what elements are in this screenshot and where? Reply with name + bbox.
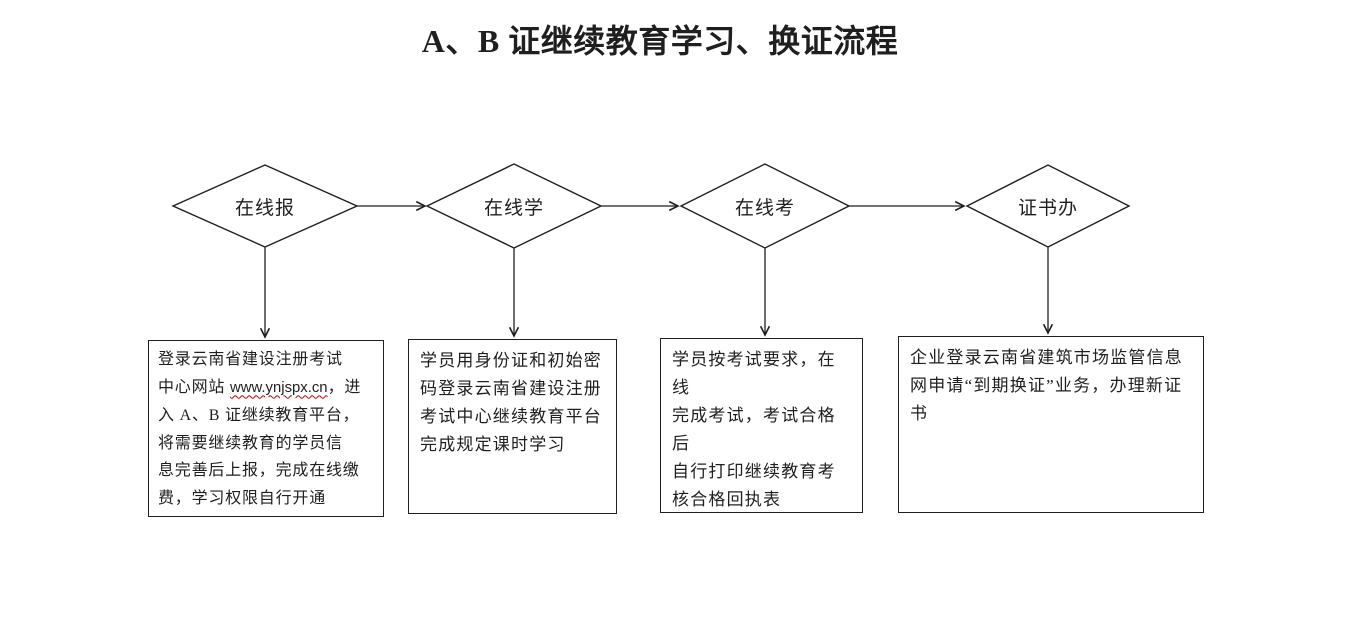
diamond-label-online-exam: 在线考 bbox=[734, 197, 795, 219]
detail-box-online-register: 登录云南省建设注册考试 中心网站 www.ynjspx.cn，进 入 A、B 证… bbox=[148, 340, 384, 517]
detail-text: 学员用身份证和初始密 码登录云南省建设注册 考试中心继续教育平台 完成规定课时学… bbox=[420, 351, 602, 454]
detail-text-after-url: ，进 入 A、B 证继续教育平台， 将需要继续教育的学员信 息完善后上报，完成在… bbox=[158, 378, 362, 507]
diamond-label-online-register: 在线报 bbox=[234, 197, 295, 219]
diamond-certificate-process bbox=[965, 164, 1131, 248]
website-url: www.ynjspx.cn bbox=[230, 379, 328, 396]
detail-text: 企业登录云南省建筑市场监管信息 网申请“到期换证”业务，办理新证 书 bbox=[910, 348, 1183, 423]
diamond-label-certificate-process: 证书办 bbox=[1017, 197, 1078, 219]
flowchart-title: A、B 证继续教育学习、换证流程 bbox=[421, 23, 899, 59]
diamond-label-online-study: 在线学 bbox=[483, 197, 544, 219]
detail-box-online-exam: 学员按考试要求，在线 完成考试，考试合格后 自行打印继续教育考 核合格回执表 bbox=[660, 338, 863, 513]
detail-text-before-url: 登录云南省建设注册考试 中心网站 bbox=[158, 351, 343, 396]
detail-text: 学员按考试要求，在线 完成考试，考试合格后 自行打印继续教育考 核合格回执表 bbox=[672, 350, 836, 509]
detail-box-online-study: 学员用身份证和初始密 码登录云南省建设注册 考试中心继续教育平台 完成规定课时学… bbox=[408, 339, 617, 514]
detail-box-certificate-process: 企业登录云南省建筑市场监管信息 网申请“到期换证”业务，办理新证 书 bbox=[898, 336, 1204, 513]
